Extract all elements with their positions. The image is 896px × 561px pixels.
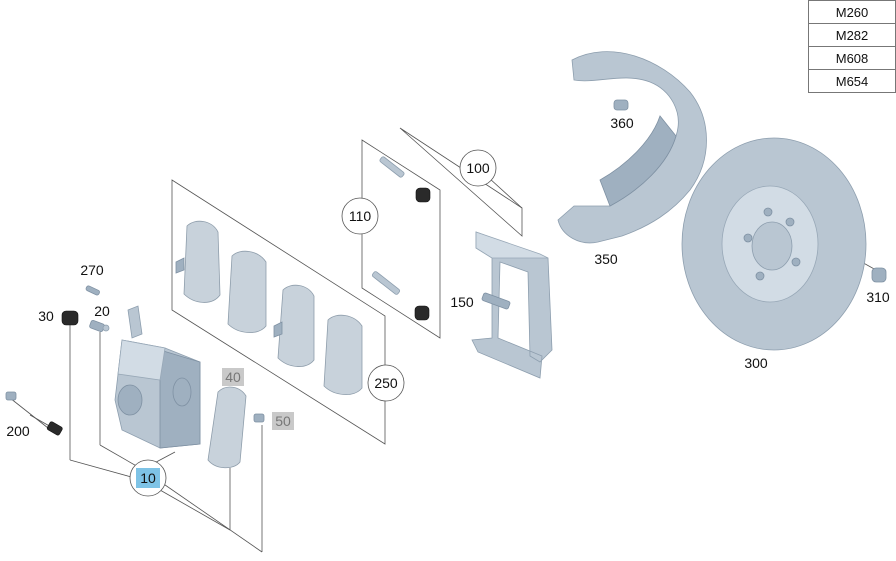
callout-10[interactable]: 10 [140, 470, 156, 486]
model-cell: M282 [808, 23, 896, 47]
bushing-30[interactable] [61, 310, 79, 326]
guide-pins-110[interactable] [371, 156, 431, 321]
screw-310[interactable] [871, 267, 887, 283]
frame-250 [171, 179, 386, 445]
callout-100[interactable]: 100 [466, 160, 490, 176]
bleeder-screw-20[interactable] [89, 320, 110, 332]
callout-110[interactable]: 110 [349, 208, 372, 224]
pad-set-250[interactable] [175, 220, 363, 395]
pad-40[interactable] [207, 386, 247, 469]
callout-circle-110 [341, 197, 379, 235]
callout-circle-100 [459, 149, 497, 187]
grey-tag-40 [222, 368, 244, 386]
frame-100 [399, 127, 523, 237]
callout-200[interactable]: 200 [6, 423, 30, 439]
model-cell: M608 [808, 46, 896, 70]
callout-20[interactable]: 20 [94, 303, 110, 319]
wear-sensor-200[interactable] [5, 391, 63, 436]
frame-110 [361, 139, 441, 339]
callout-310[interactable]: 310 [866, 289, 890, 305]
callout-350[interactable]: 350 [594, 251, 618, 267]
caliper-carrier-100[interactable] [471, 231, 553, 379]
highlight-tag-10 [136, 468, 160, 488]
engine-model-table: M260 M282 M608 M654 [808, 0, 896, 93]
callout-30[interactable]: 30 [38, 308, 54, 324]
callout-270[interactable]: 270 [80, 262, 104, 278]
splash-shield-350[interactable] [557, 51, 707, 244]
callout-360[interactable]: 360 [610, 115, 634, 131]
callout-150[interactable]: 150 [450, 294, 474, 310]
callout-labels: 100 110 250 10 270 30 20 200 150 350 360… [6, 115, 890, 497]
brake-disc-300[interactable] [681, 137, 867, 351]
callout-250[interactable]: 250 [374, 375, 398, 391]
screw-270[interactable] [85, 285, 100, 296]
bolt-150[interactable] [481, 292, 511, 310]
bolt-50[interactable] [253, 413, 265, 423]
callout-50[interactable]: 50 [275, 413, 291, 429]
grey-tag-50 [272, 412, 294, 430]
model-cell: M260 [808, 0, 896, 24]
callout-300[interactable]: 300 [744, 355, 768, 371]
callout-40[interactable]: 40 [225, 369, 241, 385]
model-cell: M654 [808, 69, 896, 93]
caliper-housing[interactable] [114, 305, 201, 449]
screw-360[interactable] [613, 99, 629, 111]
callout-circle-250 [367, 364, 405, 402]
